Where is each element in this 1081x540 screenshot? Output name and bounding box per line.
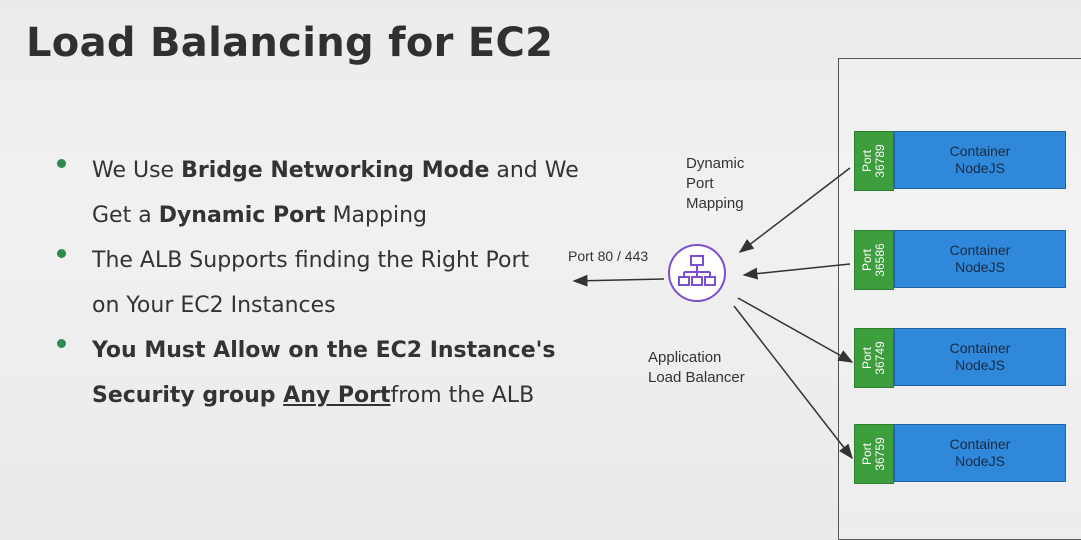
arrow-task4 <box>733 305 853 460</box>
label-line: Load Balancer <box>648 369 745 386</box>
network-tree-icon <box>678 255 716 286</box>
bullet-list: We Use Bridge Networking Mode and We Get… <box>50 148 579 418</box>
underlined-text: Any Port <box>283 383 391 408</box>
label-line: Port <box>686 175 714 192</box>
bullet-dot <box>57 249 66 258</box>
bold-text: Bridge Networking Mode <box>181 158 490 183</box>
arrow-task2 <box>742 263 851 280</box>
architecture-diagram: Dynamic Port Mapping Port 80 / 443 Appli… <box>568 58 1081 540</box>
bullet-line: Security group Any Portfrom the ALB <box>92 373 570 418</box>
load-balancer-icon <box>668 244 726 302</box>
port-80-443-label: Port 80 / 443 <box>568 248 649 264</box>
alb-label: Application Load Balancer <box>648 348 745 388</box>
bullet-item: You Must Allow on the EC2 Instance's Sec… <box>50 328 570 418</box>
bullet-dot <box>57 339 66 348</box>
bullet-line: You Must Allow on the EC2 Instance's <box>92 338 556 363</box>
arrow-task1 <box>738 167 851 253</box>
text: from the ALB <box>390 383 535 408</box>
arrow-to-port <box>572 274 665 287</box>
bullet-line: We Use Bridge Networking Mode and We <box>92 148 579 193</box>
text: We Use <box>92 158 182 183</box>
text: Mapping <box>325 203 427 228</box>
label-line: Application <box>648 349 722 366</box>
slide-title: Load Balancing for EC2 <box>26 20 554 66</box>
bullet-dot <box>57 159 66 168</box>
text: and We <box>489 158 579 183</box>
arrows-layer <box>572 167 854 460</box>
bullet-line: The ALB Supports finding the Right Port <box>92 248 530 273</box>
bold-text: Dynamic Port <box>158 203 326 228</box>
bullet-line: on Your EC2 Instances <box>92 293 336 318</box>
bullet-item: The ALB Supports finding the Right Port … <box>50 238 570 328</box>
bullet-line: Get a Dynamic Port Mapping <box>92 193 570 238</box>
label-line: Mapping <box>686 195 744 212</box>
bullet-item: We Use Bridge Networking Mode and We Get… <box>50 148 579 238</box>
dynamic-port-mapping-label: Dynamic Port Mapping <box>686 154 744 214</box>
text: Security group <box>92 383 284 408</box>
arrow-task3 <box>737 297 854 363</box>
label-line: Dynamic <box>686 155 745 172</box>
text: Get a <box>92 203 159 228</box>
